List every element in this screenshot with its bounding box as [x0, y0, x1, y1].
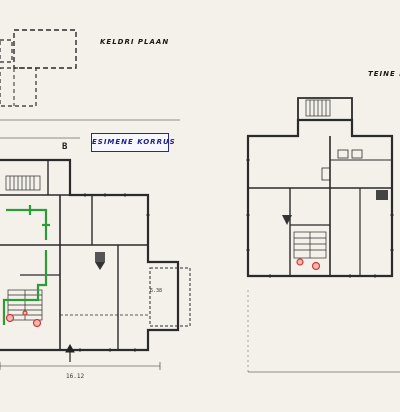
section-arrow [65, 343, 75, 362]
cellar-plan-title: KELDRI PLAAN [100, 38, 170, 46]
first-floor-outer-wall [0, 158, 180, 352]
cellar-plan [0, 29, 77, 107]
green-route [2, 205, 50, 325]
red-markers-second [296, 258, 321, 271]
second-floor-stair-lower [293, 231, 327, 259]
first-floor-bottom-dimension: 16.12 [66, 373, 84, 380]
red-markers-first [5, 310, 42, 328]
first-floor-title: ESIMENE KORRUS [91, 133, 175, 152]
second-floor-outer-wall [246, 118, 394, 278]
cellar-room-left [0, 39, 13, 63]
first-floor-plan [0, 119, 191, 370]
section-marker: B [62, 142, 68, 152]
cellar-room-top [13, 29, 77, 69]
annex-outline [149, 267, 191, 327]
second-floor-title: TEINE K [368, 70, 400, 78]
first-floor-stair-top [5, 175, 41, 191]
second-floor-plan [246, 97, 394, 278]
annex-width-dimension: 6.38 [150, 288, 162, 294]
second-floor-stair-top [305, 99, 331, 117]
cellar-room-bottom [0, 67, 37, 107]
